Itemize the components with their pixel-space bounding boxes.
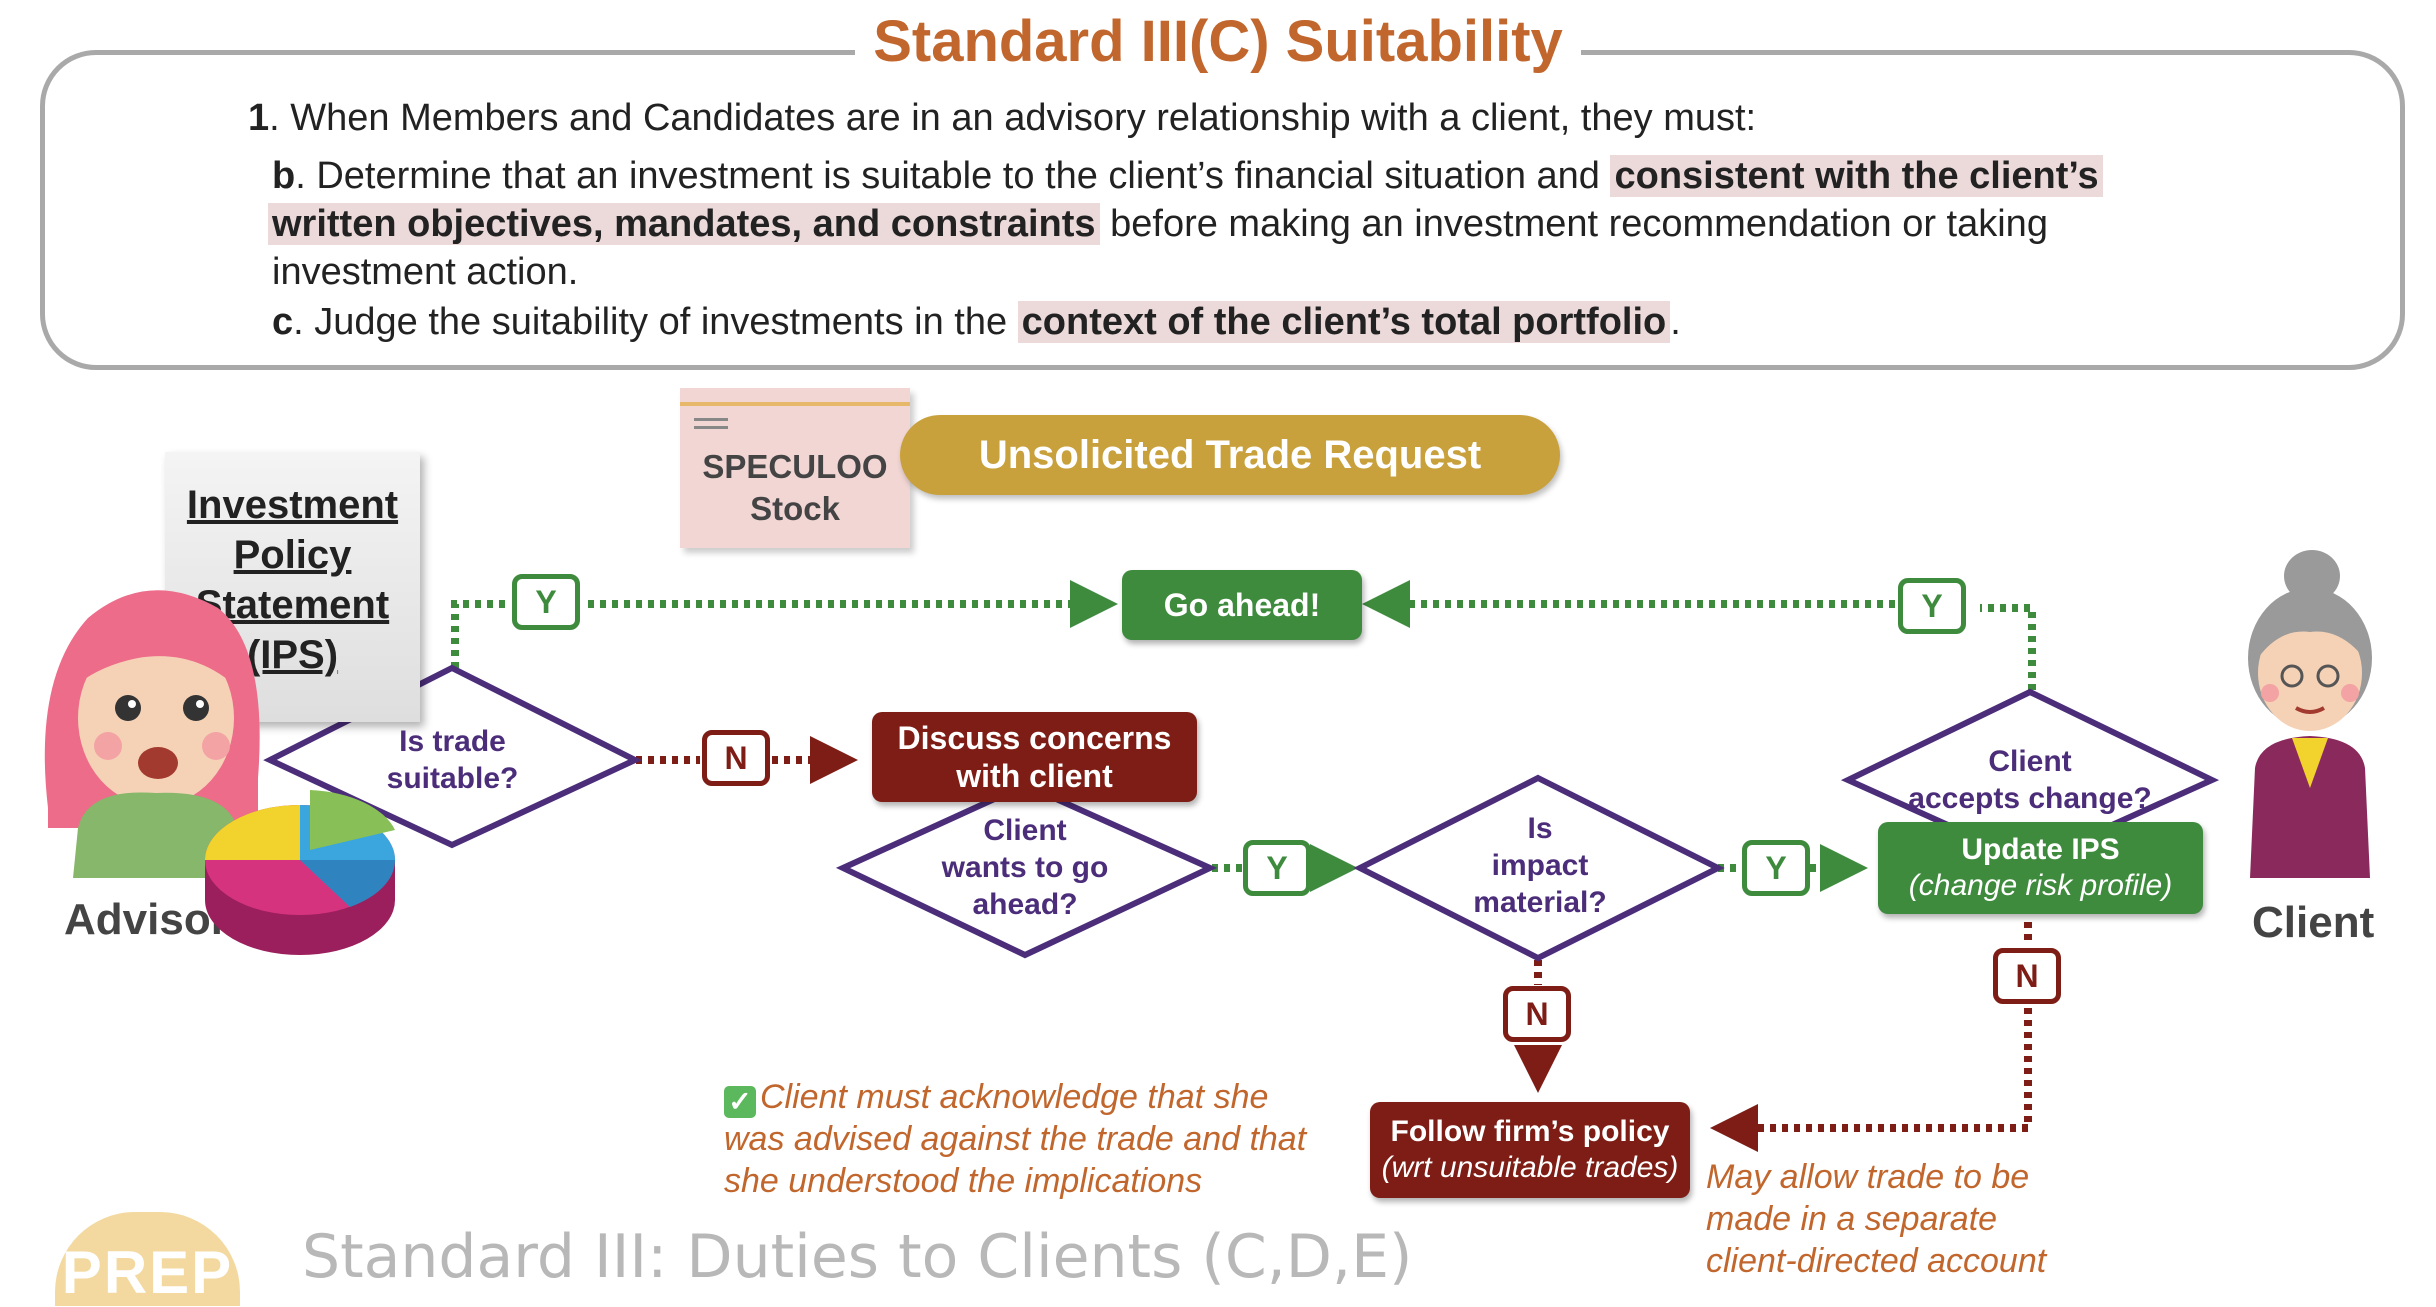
stock-name: SPECULOO xyxy=(702,448,888,485)
no-badge-material: N xyxy=(1503,986,1571,1042)
standard-title: Standard III(C) Suitability xyxy=(0,8,2436,75)
stock-label: Stock xyxy=(750,490,840,527)
follow-policy-node: Follow firm’s policy (wrt unsuitable tra… xyxy=(1370,1102,1690,1198)
ips-line2: Policy xyxy=(233,533,352,577)
item-1: 1. When Members and Candidates are in an… xyxy=(248,97,1757,139)
update-ips-node: Update IPS (change risk profile) xyxy=(1878,822,2203,914)
diamond-material xyxy=(1353,774,1725,962)
yes-badge-accepts: Y xyxy=(1898,578,1966,634)
client-avatar xyxy=(2248,550,2372,878)
conn-n-to-policy-right xyxy=(1710,1008,2032,1152)
diamond-suitable xyxy=(263,664,642,849)
item-b-line3: investment action. xyxy=(272,251,579,293)
item-c: c. Judge the suitability of investments … xyxy=(272,301,1681,343)
ips-line4: (IPS) xyxy=(246,633,339,677)
sticky-note-icon: SPECULOO Stock xyxy=(680,388,910,548)
check-icon: ✓ xyxy=(724,1086,756,1118)
go-ahead-node: Go ahead! xyxy=(1122,570,1362,640)
item-b-line2: written objectives, mandates, and constr… xyxy=(268,200,2048,249)
footer-subtitle: Standard III: Duties to Clients (C,D,E) xyxy=(302,1222,1413,1292)
item-b-line1: b. Determine that an investment is suita… xyxy=(272,152,2103,201)
separate-account-note: May allow trade to be made in a separate… xyxy=(1706,1158,2047,1280)
yes-badge-suitable: Y xyxy=(512,574,580,630)
ips-document-icon: Investment Policy Statement (IPS) xyxy=(165,452,420,722)
yes-badge-wants: Y xyxy=(1243,840,1311,896)
no-badge-update: N xyxy=(1993,948,2061,1004)
no-badge-suitable: N xyxy=(702,730,770,786)
diamond-wants xyxy=(835,781,1218,959)
advisor-avatar xyxy=(44,590,260,878)
advisor-label: Advisor xyxy=(64,895,228,944)
acknowledge-note: ✓Client must acknowledge that she was ad… xyxy=(724,1078,1307,1200)
pie-chart-icon xyxy=(205,790,396,955)
ips-line1: Investment xyxy=(186,483,399,527)
conn-accepts-to-y xyxy=(1980,604,2036,690)
client-label: Client xyxy=(2252,898,2375,947)
trade-request-banner: Unsolicited Trade Request xyxy=(900,415,1560,495)
conn-suitable-to-y xyxy=(451,600,510,668)
yes-badge-material: Y xyxy=(1742,840,1810,896)
